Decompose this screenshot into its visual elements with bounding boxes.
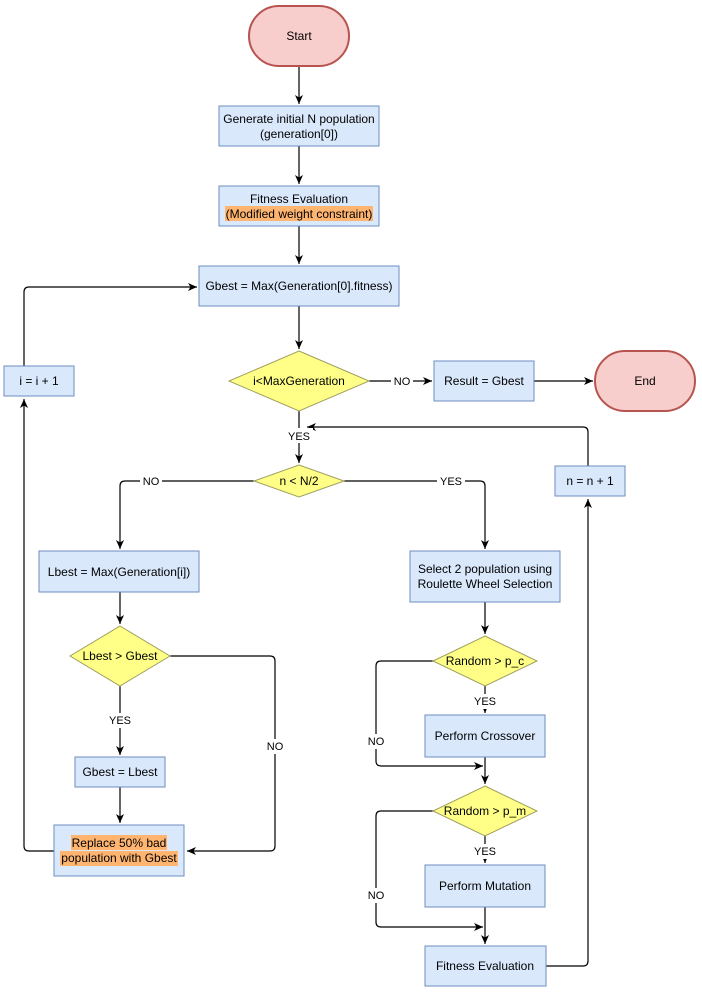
edge-label-maxgen-no: NO bbox=[394, 376, 411, 388]
gbest-update-label: Gbest = Lbest bbox=[82, 765, 158, 779]
n-increment-label: n = n + 1 bbox=[566, 474, 614, 488]
i-increment-label: i = i + 1 bbox=[19, 374, 59, 388]
edge-crossoverdecision-skip bbox=[375, 660, 483, 770]
edge-label-crossover-no: NO bbox=[368, 736, 385, 748]
edge-label-mutation-no: NO bbox=[368, 890, 385, 902]
generate-population-line1: Generate initial N population bbox=[223, 112, 374, 126]
fitness-evaluation-line1: Fitness Evaluation bbox=[250, 192, 348, 206]
crossover-label: Perform Crossover bbox=[435, 729, 536, 743]
fitness-evaluation-2-label: Fitness Evaluation bbox=[436, 959, 534, 973]
result-label: Result = Gbest bbox=[444, 374, 524, 388]
fitness-evaluation-highlight bbox=[225, 206, 373, 221]
edge-label-half-yes: YES bbox=[440, 476, 462, 488]
edge-labels: NO YES NO YES YES NO YES NO YES NO bbox=[106, 373, 499, 903]
gbest-init-label: Gbest = Max(Generation[0].fitness) bbox=[205, 279, 392, 293]
edge-label-lbest-no: NO bbox=[267, 741, 284, 753]
lbest-gbest-decision: Lbest > Gbest bbox=[69, 625, 171, 687]
selection-box: Select 2 population using Roulette Wheel… bbox=[409, 550, 561, 603]
max-generation-label: i<MaxGeneration bbox=[253, 374, 345, 388]
edge-half-select bbox=[344, 480, 489, 549]
gbest-init-box: Gbest = Max(Generation[0].fitness) bbox=[198, 265, 400, 307]
edge-mutationdecision-skip bbox=[375, 810, 483, 931]
fitness-evaluation-box: Fitness Evaluation (Modified weight cons… bbox=[218, 185, 380, 227]
start-label: Start bbox=[286, 29, 312, 43]
edge-nincrement-half bbox=[307, 423, 589, 466]
edge-label-half-no: NO bbox=[143, 476, 160, 488]
edge-fitness2-nincrement bbox=[546, 499, 592, 967]
i-increment-box: i = i + 1 bbox=[3, 365, 75, 397]
edge-label-mutation-yes: YES bbox=[474, 846, 496, 858]
mutation-label: Perform Mutation bbox=[439, 879, 531, 893]
half-population-decision: n < N/2 bbox=[252, 464, 346, 498]
selection-line2: Roulette Wheel Selection bbox=[418, 577, 553, 591]
edge-label-crossover-yes: YES bbox=[474, 696, 496, 708]
start-terminal: Start bbox=[248, 5, 350, 67]
result-box: Result = Gbest bbox=[433, 360, 535, 402]
lbest-label: Lbest = Max(Generation[i]) bbox=[48, 565, 190, 579]
mutation-decision: Random > p_m bbox=[431, 785, 539, 837]
crossover-decision: Random > p_c bbox=[431, 635, 539, 687]
replace-line2: population with Gbest bbox=[61, 851, 177, 865]
lbest-box: Lbest = Max(Generation[i]) bbox=[38, 550, 200, 593]
gbest-update-box: Gbest = Lbest bbox=[74, 756, 166, 788]
replace-highlight-1 bbox=[71, 835, 167, 850]
edge-replace-iincrement bbox=[20, 399, 54, 852]
edge-label-lbest-yes: YES bbox=[109, 715, 131, 727]
generate-population-box: Generate initial N population (generatio… bbox=[218, 105, 380, 147]
generate-population-line2: (generation[0]) bbox=[260, 127, 338, 141]
replace-line1: Replace 50% bad bbox=[72, 836, 167, 850]
fitness-evaluation-2-box: Fitness Evaluation bbox=[424, 945, 547, 987]
edge-decision-replace bbox=[170, 655, 276, 855]
lbest-gbest-label: Lbest > Gbest bbox=[82, 649, 158, 663]
selection-line1: Select 2 population using bbox=[418, 562, 552, 576]
fitness-evaluation-line2: (Modified weight constraint) bbox=[226, 207, 373, 221]
n-increment-box: n = n + 1 bbox=[554, 465, 626, 497]
end-terminal: End bbox=[594, 350, 696, 412]
end-label: End bbox=[634, 374, 655, 388]
mutation-box: Perform Mutation bbox=[424, 864, 546, 908]
crossover-decision-label: Random > p_c bbox=[446, 654, 524, 668]
max-generation-decision: i<MaxGeneration bbox=[227, 350, 371, 412]
edge-label-maxgen-yes: YES bbox=[288, 431, 310, 443]
edges bbox=[20, 66, 593, 967]
mutation-decision-label: Random > p_m bbox=[444, 804, 526, 818]
edge-half-lbest bbox=[116, 480, 254, 549]
half-population-label: n < N/2 bbox=[279, 474, 318, 488]
replace-highlight-2 bbox=[60, 851, 178, 866]
crossover-box: Perform Crossover bbox=[424, 714, 546, 758]
edge-iincrement-gbest bbox=[23, 283, 197, 366]
replace-box: Replace 50% bad population with Gbest bbox=[53, 824, 185, 877]
